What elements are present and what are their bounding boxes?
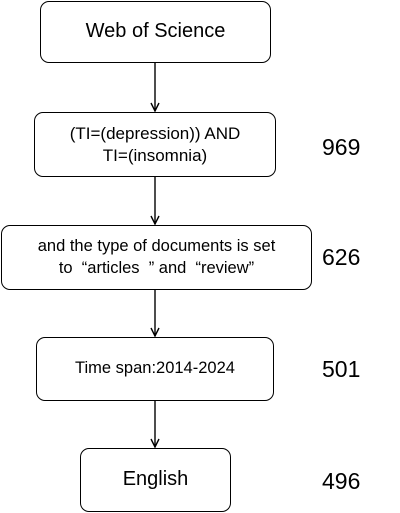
query-filter-line-1: (TI=(depression)) AND xyxy=(69,123,241,143)
document-type-filter-line-1: and the type of documents is set xyxy=(37,237,276,256)
source-label: Web of Science xyxy=(85,20,226,43)
language-filter-box: English xyxy=(80,448,231,512)
document-type-filter-text: and the type of documents is set to “art… xyxy=(38,236,276,278)
document-type-filter-line-2: to “articles ” and “review” xyxy=(58,258,255,277)
time-span-filter-count: 501 xyxy=(322,356,361,382)
query-filter-line-2: TI=(insomnia) xyxy=(102,145,208,165)
query-filter-count: 969 xyxy=(322,134,361,160)
query-filter-box: (TI=(depression)) AND TI=(insomnia) xyxy=(34,112,276,177)
document-type-filter-box: and the type of documents is set to “art… xyxy=(1,225,312,290)
time-span-filter-box: Time span:2014-2024 xyxy=(36,337,274,401)
source-box-web-of-science: Web of Science xyxy=(40,1,271,63)
document-type-filter-count: 626 xyxy=(322,244,361,270)
time-span-filter-label: Time span:2014-2024 xyxy=(75,359,235,378)
query-filter-text: (TI=(depression)) AND TI=(insomnia) xyxy=(70,123,241,167)
language-filter-label: English xyxy=(122,468,189,491)
language-filter-count: 496 xyxy=(322,468,361,494)
